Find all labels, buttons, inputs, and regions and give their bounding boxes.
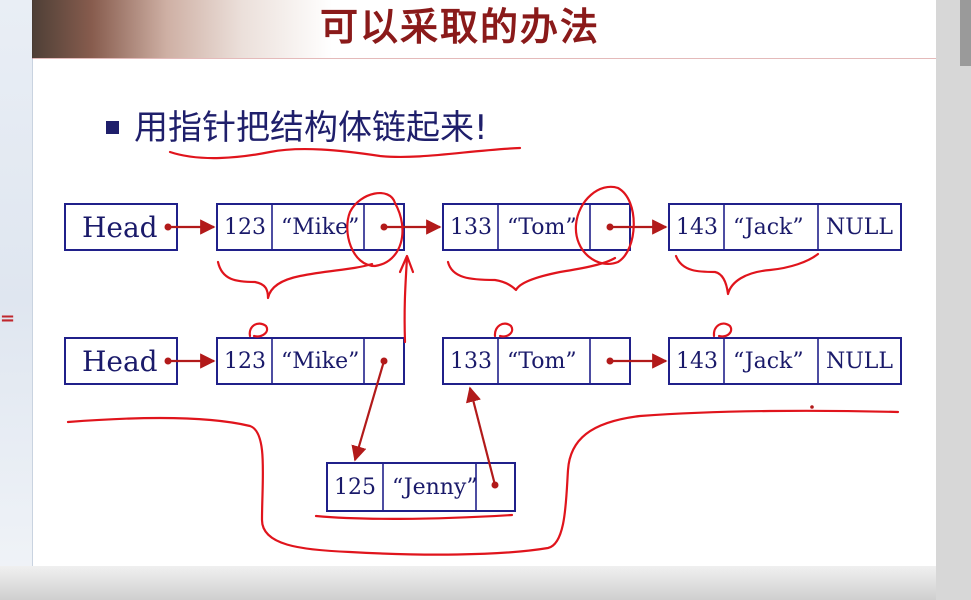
arrow-jenny-to-tom — [466, 386, 497, 486]
row2-head-label: Head — [82, 345, 158, 378]
row2-node2-id: 133 — [450, 349, 492, 374]
left-panel-mark: = — [0, 308, 16, 329]
scrollbar-thumb[interactable] — [960, 0, 971, 66]
title-divider — [32, 58, 936, 59]
row1-node-tom: 133 “Tom” — [442, 203, 631, 251]
row1-node1-id: 123 — [224, 215, 266, 240]
header-decoration-image — [32, 0, 332, 58]
row1-node-mike: 123 “Mike” — [216, 203, 405, 251]
row1-node2-name: “Tom” — [507, 215, 577, 240]
row1-node3-id: 143 — [676, 215, 718, 240]
slide-title: 可以采取的办法 — [320, 4, 601, 49]
bullet-text: 用指针把结构体链起来! — [134, 108, 488, 148]
row2-node1-name: “Mike” — [281, 349, 359, 374]
row2-node-jack: 143 “Jack” NULL — [668, 337, 902, 385]
bullet-square-icon — [106, 121, 119, 134]
row2-node-tom: 133 “Tom” — [442, 337, 631, 385]
row1-node-jack: 143 “Jack” NULL — [668, 203, 902, 251]
vertical-scrollbar[interactable] — [936, 0, 971, 600]
bottom-toolbar — [0, 566, 936, 600]
row2-head-box: Head — [64, 337, 178, 385]
row1-null-label: NULL — [826, 215, 893, 240]
row1-node3-name: “Jack” — [733, 215, 804, 240]
arrow-mike-to-jenny — [351, 360, 386, 462]
handwritten-annotations — [66, 146, 900, 556]
row2-node3-name: “Jack” — [733, 349, 804, 374]
row2-node2-name: “Tom” — [507, 349, 577, 374]
left-panel: = — [0, 0, 33, 600]
inserted-node-id: 125 — [334, 475, 376, 500]
inserted-node-jenny: 125 “Jenny” — [326, 462, 516, 512]
row2-node-mike: 123 “Mike” — [216, 337, 405, 385]
row1-node2-id: 133 — [450, 215, 492, 240]
row2-null-label: NULL — [826, 349, 893, 374]
row2-node1-id: 123 — [224, 349, 266, 374]
row1-head-label: Head — [82, 211, 158, 244]
inserted-node-name: “Jenny” — [392, 475, 478, 500]
row2-node3-id: 143 — [676, 349, 718, 374]
row1-head-box: Head — [64, 203, 178, 251]
